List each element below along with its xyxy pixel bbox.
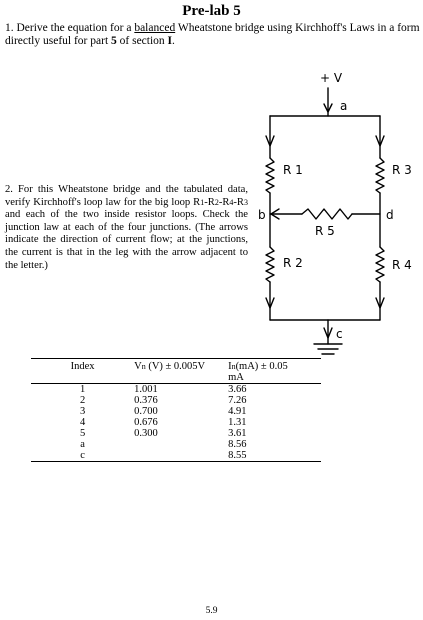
table-row: 1 1.001 3.66 — [31, 384, 321, 396]
table-row: a 8.56 — [31, 439, 321, 450]
cell-index: 1 — [79, 384, 86, 395]
bridge-arrow — [270, 208, 280, 220]
table-row: c 8.55 — [31, 450, 321, 462]
header-voltage: Vn (V) ± 0.005V — [134, 358, 229, 384]
header-current-symbol: I — [228, 361, 232, 372]
resistor-r5 — [301, 208, 353, 220]
cell-current: 7.26 — [228, 395, 247, 406]
table-row: 5 0.300 3.61 — [31, 428, 321, 439]
q1-number: 1. — [5, 22, 14, 34]
q1-section: I — [167, 35, 173, 47]
cell-current: 8.55 — [228, 450, 321, 462]
cell-voltage: 1.001 — [134, 384, 158, 395]
r3-label: R 3 — [392, 163, 412, 177]
supply-arrow — [323, 103, 333, 113]
cell-index: 4 — [79, 417, 86, 428]
r2-label: R 2 — [283, 256, 303, 270]
q2-text-a: 2. For this Wheatstone bridge and the ta… — [5, 184, 248, 208]
node-c-label: c — [336, 327, 343, 341]
node-b-label: b — [258, 208, 266, 222]
cell-voltage — [134, 439, 228, 450]
r1-label: R 1 — [283, 163, 303, 177]
cell-voltage: 0.676 — [134, 417, 158, 428]
cell-index: 3 — [79, 406, 86, 417]
q1-text-a: Derive the equation for a — [16, 22, 132, 34]
q2-text-b: and each of the two inside resistor loop… — [5, 209, 248, 271]
q1-end: . — [172, 35, 175, 47]
cell-index: 2 — [79, 395, 86, 406]
resistor-r1 — [265, 157, 275, 194]
cell-current: 3.66 — [228, 384, 247, 395]
question-2: 2. For this Wheatstone bridge and the ta… — [5, 184, 248, 272]
cell-voltage: 0.700 — [134, 406, 158, 417]
q2-sub-2: 2 — [214, 197, 219, 207]
cell-index: 5 — [79, 428, 86, 439]
header-current-unit-ma: mA — [228, 372, 244, 383]
header-voltage-symbol: V — [134, 361, 142, 372]
left-top-arrow — [265, 135, 275, 147]
left-bottom-arrow — [265, 297, 275, 309]
q2-sub-4: 4 — [229, 197, 234, 207]
r5-label: R 5 — [315, 224, 335, 238]
q2-dash-2: -R — [218, 196, 230, 208]
ground-arrow — [323, 327, 333, 339]
right-top-arrow — [375, 135, 385, 147]
header-voltage-sub: n — [141, 362, 146, 371]
page-number: 5.9 — [205, 606, 218, 616]
resistor-r4 — [375, 246, 385, 283]
node-a-label: a — [340, 99, 347, 113]
cell-voltage — [134, 450, 229, 462]
q2-dash-1: -R — [204, 196, 215, 208]
question-1: 1. Derive the equation for a balanced Wh… — [5, 22, 420, 48]
table-row: 2 0.376 7.26 — [31, 395, 321, 406]
header-index: Index — [31, 358, 135, 384]
header-current-units: (mA) ± 0.05 — [235, 361, 288, 372]
cell-index: a — [80, 439, 85, 450]
node-d-label: d — [386, 208, 394, 222]
r4-label: R 4 — [392, 258, 412, 272]
supply-label: + V — [320, 71, 343, 85]
resistor-r3 — [375, 157, 385, 194]
wheatstone-bridge-diagram: + V a b c d R 1 R 2 R 3 R 4 R 5 — [258, 71, 412, 355]
table-row: 3 0.700 4.91 — [31, 406, 321, 417]
right-bottom-arrow — [375, 297, 385, 309]
q1-text-c: of section — [119, 35, 165, 47]
q1-part: 5 — [111, 35, 117, 47]
cell-current: 4.91 — [228, 406, 247, 417]
cell-current: 8.56 — [228, 439, 247, 450]
cell-current: 3.61 — [228, 428, 247, 439]
q1-underlined-word: balanced — [134, 22, 176, 34]
q2-sub-3: 3 — [244, 197, 248, 207]
header-current-sub: n — [231, 362, 236, 371]
q2-dash-3: -R — [233, 196, 244, 208]
cell-voltage: 0.376 — [134, 395, 158, 406]
cell-current: 1.31 — [228, 417, 247, 428]
header-voltage-units: (V) ± 0.005V — [148, 361, 206, 372]
cell-index: c — [31, 450, 135, 462]
table-row: 4 0.676 1.31 — [31, 417, 321, 428]
q2-sub-1: 1 — [200, 197, 205, 207]
q1-text-b: Wheatstone bridge using Kirchhoff's Laws… — [5, 22, 420, 47]
cell-voltage: 0.300 — [134, 428, 158, 439]
resistor-r2 — [265, 246, 275, 283]
page-title: Pre-lab 5 — [182, 3, 241, 19]
